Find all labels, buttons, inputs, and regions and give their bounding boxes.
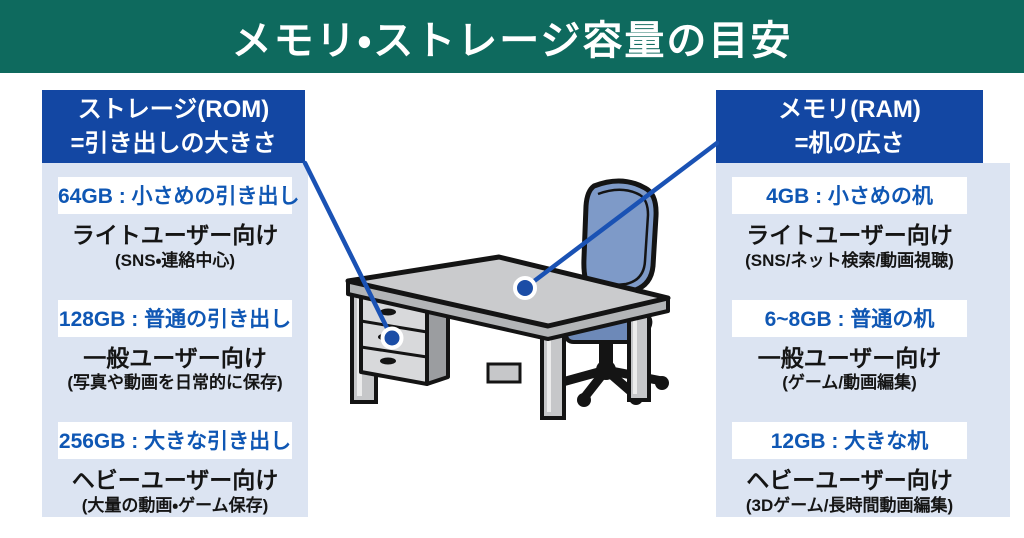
chair-casters — [541, 360, 669, 407]
memory-item-6-8gb: 6~8GB : 普通の机 一般ユーザー向け (ゲーム/動画編集) — [716, 299, 983, 396]
connector-lines — [302, 140, 720, 341]
capacity-badge: 64GB : 小さめの引き出し — [58, 177, 300, 214]
desk-center-support — [486, 362, 522, 384]
chair-backrest-inner-line — [594, 188, 650, 287]
usage-note: (SNS/ネット検索/動画視聴) — [745, 250, 954, 270]
desk-legs — [350, 290, 651, 420]
usage-note: (大量の動画・ゲーム保存) — [81, 496, 269, 516]
drawer-marker-dot — [380, 326, 404, 350]
drawer-unit-side — [425, 296, 450, 386]
storage-connector-line — [302, 160, 395, 341]
desktop-marker-dot — [513, 276, 537, 300]
user-type-label: ヘビーユーザー向け — [71, 467, 279, 494]
desk-leg-highlights — [357, 298, 637, 412]
memory-header-line1: メモリ(RAM) — [778, 95, 921, 123]
chair-backrest — [581, 178, 659, 296]
desk-top-edge — [346, 279, 670, 341]
user-type-label: 一般ユーザー向け — [83, 344, 267, 371]
storage-header-line2: =引き出しの大きさ — [70, 129, 277, 157]
capacity-badge: 128GB : 普通の引き出し — [58, 299, 292, 337]
capacity-badge: 12GB : 大きな机 — [732, 422, 967, 460]
drawer-handles — [378, 308, 396, 365]
memory-header: メモリ(RAM) =机の広さ — [716, 90, 983, 163]
drawer-unit-front — [359, 293, 429, 386]
marker-dots — [380, 276, 537, 350]
usage-note: (ゲーム/動画編集) — [782, 373, 917, 393]
memory-items: 4GB : 小さめの机 ライトユーザー向け (SNS/ネット検索/動画視聴) 6… — [716, 163, 983, 518]
user-type-label: ライトユーザー向け — [746, 222, 953, 248]
desk-icon — [345, 254, 671, 420]
capacity-badge: 256GB : 大きな引き出し — [58, 422, 292, 460]
user-type-label: ライトユーザー向け — [71, 222, 279, 248]
user-type-label: ヘビーユーザー向け — [746, 467, 953, 494]
storage-items: 64GB : 小さめの引き出し ライトユーザー向け (SNS・連絡中心) 128… — [42, 163, 308, 518]
storage-item-256gb: 256GB : 大きな引き出し ヘビーユーザー向け (大量の動画・ゲーム保存) — [42, 422, 308, 518]
chair-seat — [564, 314, 653, 344]
memory-connector-line — [522, 140, 720, 291]
desk-top-surface — [345, 254, 671, 329]
drawer-dividers — [360, 319, 428, 359]
storage-item-64gb: 64GB : 小さめの引き出し ライトユーザー向け (SNS・連絡中心) — [42, 177, 308, 273]
storage-header: ストレージ(ROM) =引き出しの大きさ — [42, 90, 305, 163]
chair-stem — [599, 340, 613, 368]
capacity-badge: 6~8GB : 普通の机 — [732, 299, 967, 337]
user-type-label: 一般ユーザー向け — [757, 344, 942, 371]
usage-note: (3Dゲーム/長時間動画編集) — [745, 496, 954, 516]
title-banner: メモリ・ストレージ容量の目安 — [0, 0, 1024, 73]
usage-note: (SNS・連絡中心) — [114, 250, 236, 270]
page-title: メモリ・ストレージ容量の目安 — [231, 18, 793, 63]
storage-header-line1: ストレージ(ROM) — [77, 95, 270, 123]
capacity-badge: 4GB : 小さめの机 — [732, 177, 967, 214]
memory-header-line2: =机の広さ — [794, 129, 905, 157]
memory-item-4gb: 4GB : 小さめの机 ライトユーザー向け (SNS/ネット検索/動画視聴) — [716, 177, 983, 273]
office-chair-icon — [541, 178, 669, 407]
chair-base — [543, 365, 667, 403]
usage-note: (写真や動画を日常的に保存) — [67, 373, 283, 393]
memory-item-12gb: 12GB : 大きな机 ヘビーユーザー向け (3Dゲーム/長時間動画編集) — [716, 422, 983, 518]
storage-item-128gb: 128GB : 普通の引き出し 一般ユーザー向け (写真や動画を日常的に保存) — [42, 299, 308, 396]
